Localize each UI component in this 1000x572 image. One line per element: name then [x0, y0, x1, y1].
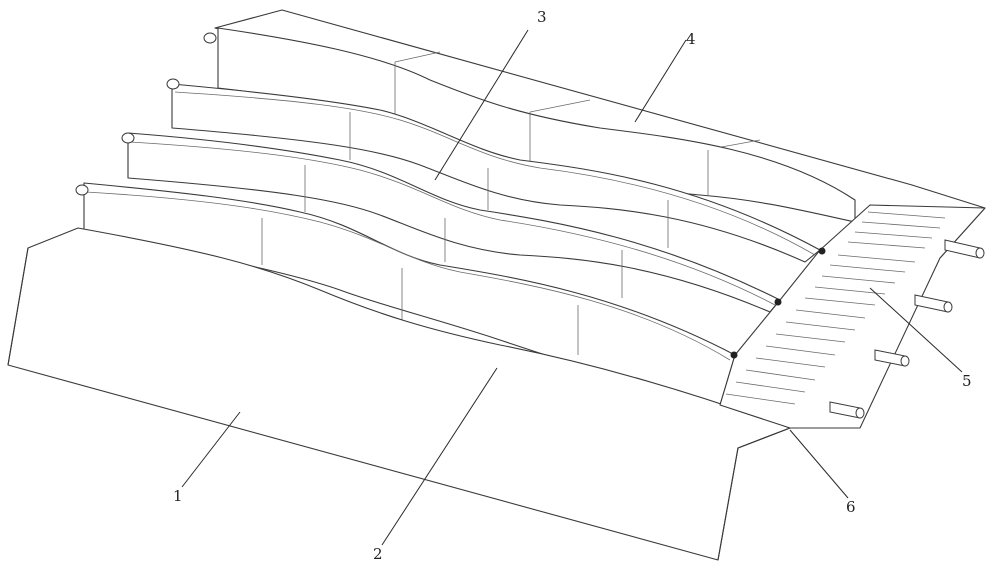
label-4: 4	[686, 30, 696, 48]
label-1: 1	[173, 487, 183, 505]
leader-lines	[181, 29, 963, 546]
label-2: 2	[373, 545, 383, 563]
tier-4	[75, 182, 736, 406]
drain-pipes	[829, 239, 985, 419]
label-6: 6	[846, 498, 856, 516]
tier-2	[166, 78, 821, 263]
stair	[719, 204, 986, 429]
base-slope	[7, 227, 791, 561]
label-3: 3	[537, 8, 547, 26]
label-5: 5	[962, 372, 972, 390]
